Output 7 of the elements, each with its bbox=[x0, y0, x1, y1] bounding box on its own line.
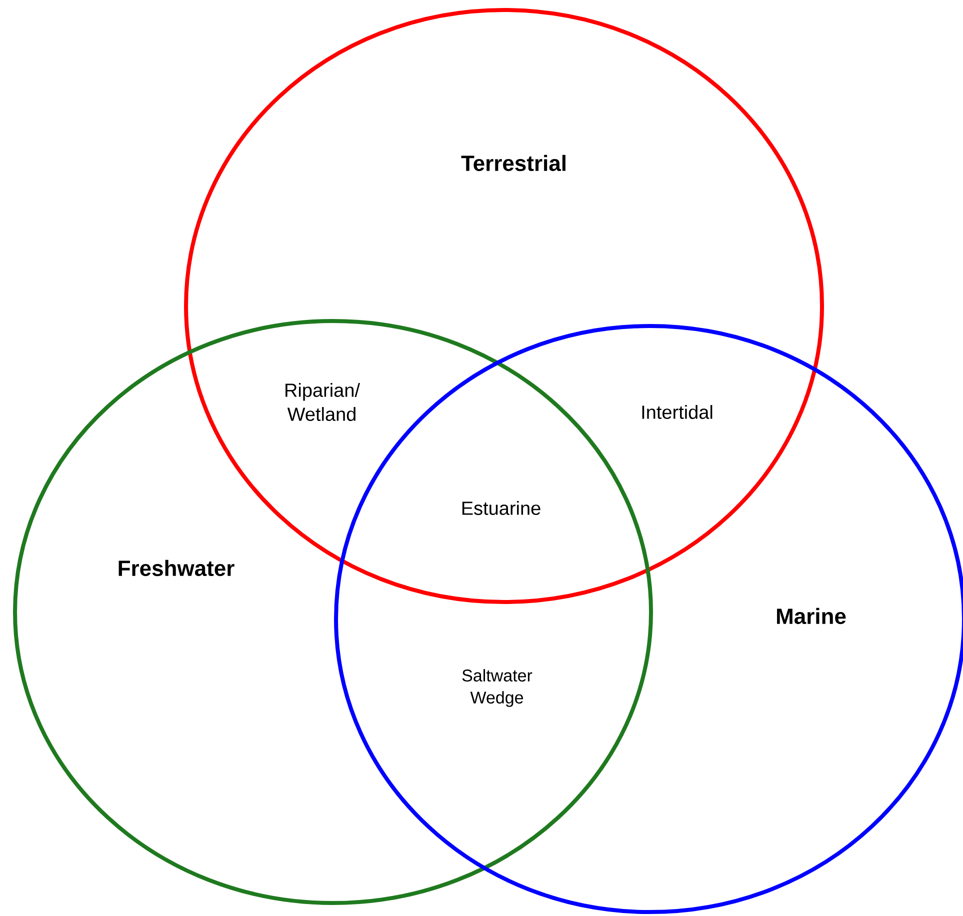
circle-title: Freshwater bbox=[118, 560, 234, 576]
circle-title: Terrestrial bbox=[461, 154, 566, 172]
circle-title: Marine bbox=[777, 608, 846, 624]
overlap-label: Saltwater Wedge bbox=[462, 669, 532, 707]
overlap-label: Estuarine bbox=[462, 501, 540, 515]
overlap-label: Riparian/ Wetland bbox=[286, 383, 360, 421]
overlap-label: Intertidal bbox=[642, 405, 712, 419]
